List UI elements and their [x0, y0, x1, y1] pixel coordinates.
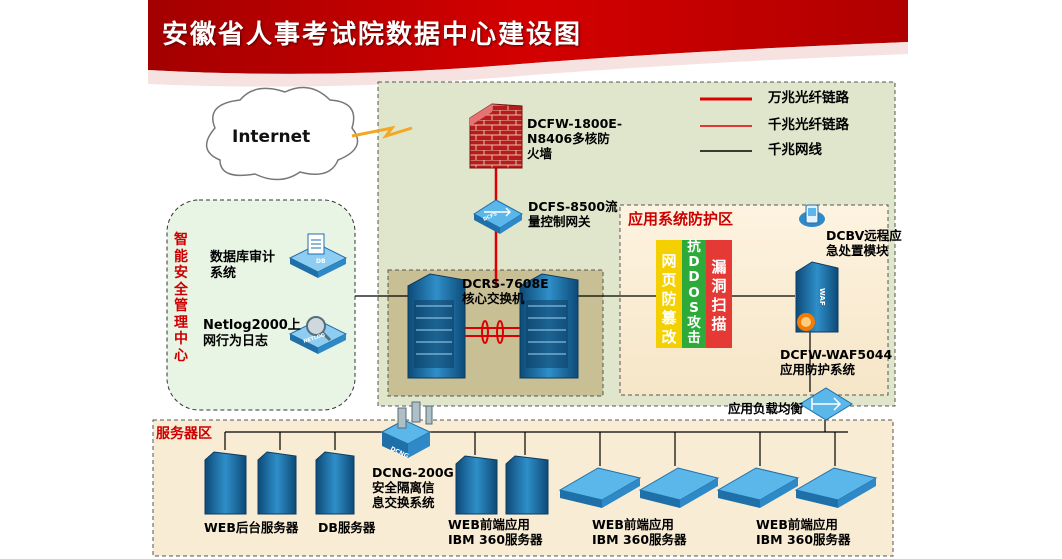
server-tower-icons — [204, 451, 549, 515]
load-balancer-icon — [799, 387, 853, 421]
core-switch-right-icon — [519, 273, 579, 379]
waf-icon — [795, 261, 839, 333]
server-drops — [224, 432, 836, 466]
dcng-label: DCNG-200G 安全隔离信 息交换系统 — [372, 465, 454, 510]
server-zone-title: 服务器区 — [156, 426, 212, 442]
rack-server-icons — [558, 467, 878, 508]
db-audit-label: 数据库审计 系统 — [210, 250, 276, 281]
block-vuln-scan — [706, 240, 732, 348]
security-zone — [166, 199, 356, 411]
app-zone-title: 应用系统防护区 — [628, 210, 734, 228]
dcfs-icon-text: DCFS — [482, 211, 498, 223]
dcng-icon — [380, 401, 433, 458]
internet-link — [351, 125, 413, 139]
netlog-icon — [288, 316, 348, 354]
internet-label: Internet — [232, 127, 311, 147]
waf-label: DCFW-WAF5044 应用防护系统 — [780, 347, 893, 377]
block-vuln-scan-text: 漏洞扫描 — [711, 258, 727, 333]
web-front-2-label: WEB前端应用 IBM 360服务器 — [592, 517, 687, 547]
firewall-label: DCFW-1800E- N8406多核防 火墙 — [527, 116, 623, 161]
netlog-label: Netlog2000上 网行为日志 — [203, 318, 301, 349]
block-web-tamper — [656, 240, 682, 348]
internet-cloud — [206, 86, 359, 181]
db-server-label: DB服务器 — [318, 520, 376, 535]
legend-1g-fiber-label: 千兆光纤链路 — [768, 117, 849, 133]
remote-module-icon — [799, 204, 825, 227]
legend-10g-label: 万兆光纤链路 — [768, 90, 849, 106]
web-backend-label: WEB后台服务器 — [204, 520, 299, 535]
core-switch-label: DCRS-7608E 核心交换机 — [462, 276, 549, 306]
core-interlink — [465, 320, 520, 344]
load-balancer-label: 应用负载均衡 — [728, 401, 804, 416]
web-front-3-label: WEB前端应用 IBM 360服务器 — [756, 517, 851, 547]
core-switch-left-icon — [407, 273, 466, 379]
header-band — [148, 0, 908, 74]
remote-module-label: DCBV远程应 急处置模块 — [826, 228, 902, 258]
legend-1g-cable-label: 千兆网线 — [768, 142, 822, 158]
waf-icon-text: WAF — [818, 288, 826, 306]
web-front-1-label: WEB前端应用 IBM 360服务器 — [448, 517, 543, 547]
block-anti-ddos — [682, 240, 706, 348]
db-audit-icon — [288, 233, 348, 278]
dcfs-icon — [473, 199, 523, 234]
page-title: 安徽省人事考试院数据中心建设图 — [162, 20, 583, 50]
firewall-icon — [469, 103, 523, 169]
security-center-title: 智能安全管理中心 — [174, 232, 188, 364]
block-web-tamper-text: 网页防篡改 — [661, 252, 677, 346]
header-swoosh — [148, 42, 908, 87]
db-icon-text: DB — [316, 258, 326, 265]
flow-gateway-label: DCFS-8500流 量控制网关 — [528, 199, 618, 229]
